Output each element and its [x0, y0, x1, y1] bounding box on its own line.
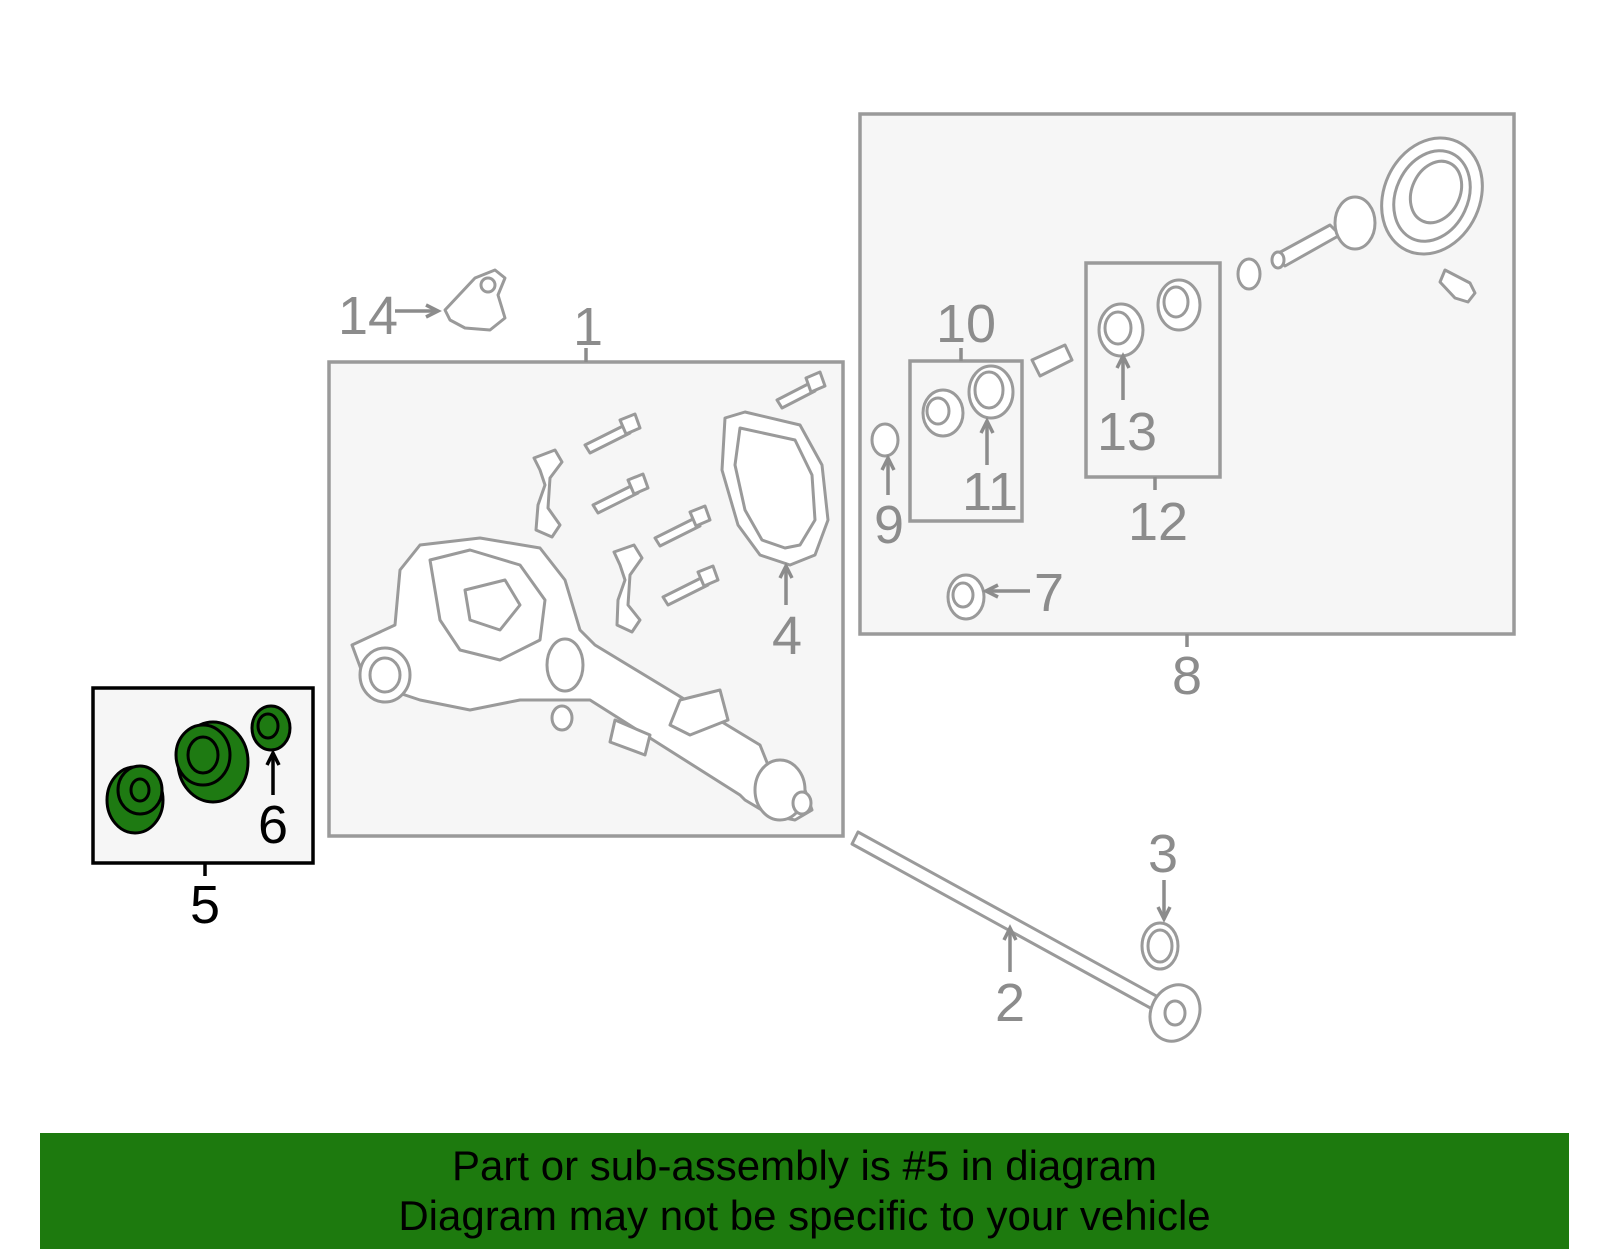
sensor-group: 14 — [338, 268, 507, 346]
callout-5[interactable]: 5 — [190, 875, 220, 935]
cross-shaft[interactable] — [1030, 343, 1074, 378]
housing-bolts[interactable] — [583, 370, 827, 607]
ring-gear[interactable] — [1363, 121, 1501, 270]
callout-7[interactable]: 7 — [1034, 563, 1064, 623]
callout-3[interactable]: 3 — [1148, 824, 1178, 884]
bearing-race[interactable] — [967, 364, 1015, 420]
side-gear-bearing[interactable] — [1097, 302, 1145, 358]
differential-kit-group: 8 12 13 — [858, 112, 1516, 706]
banner-line-1: Part or sub-assembly is #5 in diagram — [452, 1142, 1157, 1189]
callout-6[interactable]: 6 — [258, 795, 288, 855]
callout-12[interactable]: 12 — [1128, 492, 1188, 552]
axle-housing[interactable] — [350, 536, 814, 822]
callout-2[interactable]: 2 — [995, 973, 1025, 1033]
callout-1[interactable]: 1 — [573, 297, 603, 357]
pinion-washer[interactable] — [1236, 257, 1262, 291]
sensor[interactable] — [443, 268, 507, 332]
callout-10[interactable]: 10 — [936, 294, 996, 354]
callout-4[interactable]: 4 — [772, 606, 802, 666]
pinion-gear[interactable] — [1270, 195, 1377, 270]
axle-shaft-flange[interactable] — [1141, 977, 1209, 1050]
callout-9[interactable]: 9 — [874, 495, 904, 555]
axle-seal-group: 3 — [1140, 824, 1180, 971]
callout-14[interactable]: 14 — [338, 286, 398, 346]
axle-shaft-group: 2 — [850, 830, 1209, 1050]
highlighted-subassembly-group: 5 6 — [91, 686, 315, 935]
carrier-bearing[interactable] — [921, 388, 965, 438]
pinion-bearing[interactable] — [174, 720, 250, 804]
info-banner: Part or sub-assembly is #5 in diagram Di… — [40, 1133, 1569, 1249]
pinion-flange[interactable] — [105, 764, 165, 835]
housing-plug[interactable] — [550, 704, 574, 732]
pinion-seal[interactable] — [250, 704, 292, 752]
bearing-cap-lower[interactable] — [612, 543, 644, 634]
shim[interactable] — [870, 422, 900, 458]
side-gear[interactable] — [1156, 278, 1202, 332]
carrier-seal[interactable] — [946, 573, 986, 621]
bearing-cap-upper[interactable] — [532, 448, 564, 539]
callout-13[interactable]: 13 — [1097, 402, 1157, 462]
callout-11[interactable]: 11 — [962, 462, 1018, 522]
ring-gear-bolt[interactable] — [1438, 268, 1477, 304]
banner-line-2: Diagram may not be specific to your vehi… — [398, 1192, 1211, 1239]
axle-housing-group: 1 — [327, 297, 845, 838]
callout-8[interactable]: 8 — [1172, 646, 1202, 706]
